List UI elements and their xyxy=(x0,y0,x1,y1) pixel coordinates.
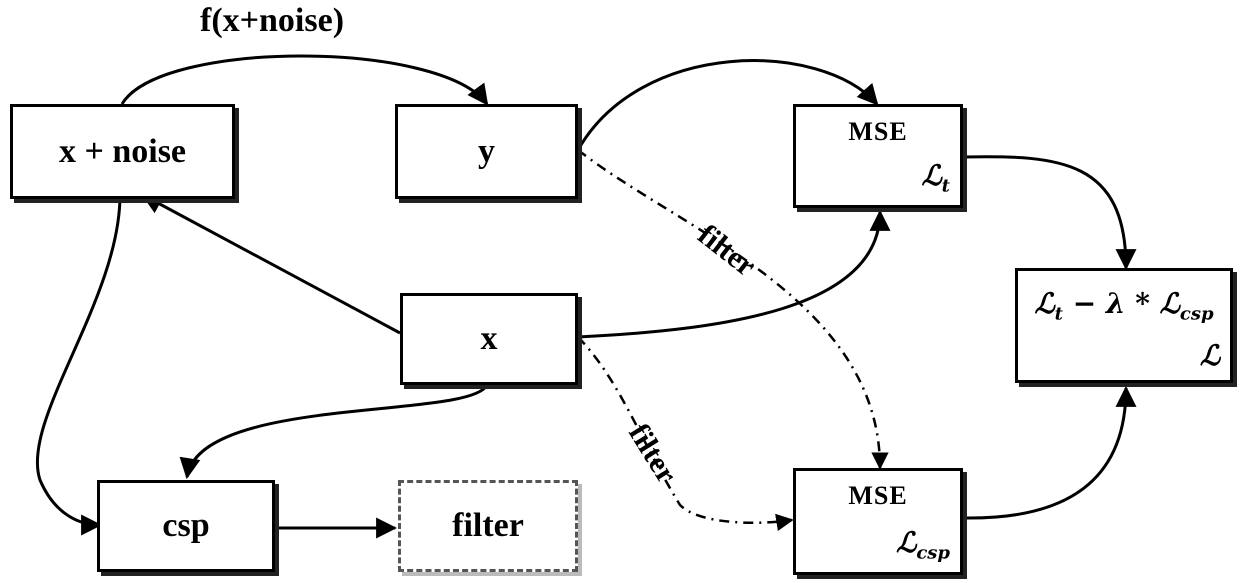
node-csp-label: csp xyxy=(162,507,209,545)
edge-mse-bottom-to-combined xyxy=(963,388,1126,518)
edge-xnoise-to-csp xyxy=(37,195,120,525)
edge-x-to-mse-bottom-filter xyxy=(578,337,792,523)
mse-bottom-title: MSE xyxy=(796,481,960,511)
node-y-label: y xyxy=(478,133,495,171)
node-filter-label: filter xyxy=(452,507,524,545)
node-x-label: x xyxy=(481,320,498,358)
mse-top-symbol: ℒt xyxy=(922,159,951,197)
node-x: x xyxy=(400,293,578,385)
edge-xnoise-to-y xyxy=(122,56,487,104)
node-csp: csp xyxy=(97,480,275,572)
node-filter: filter xyxy=(398,480,578,572)
edge-label-function: f(x+noise) xyxy=(200,2,344,40)
edge-x-to-csp xyxy=(187,385,487,477)
node-x-plus-noise-label: x + noise xyxy=(59,133,186,171)
combined-loss-symbol: ℒ xyxy=(1200,339,1220,372)
edge-mse-top-to-combined xyxy=(963,157,1126,268)
node-mse-top: MSE ℒt xyxy=(793,104,963,208)
node-mse-bottom: MSE ℒcsp xyxy=(793,468,963,575)
mse-bottom-symbol: ℒcsp xyxy=(896,526,950,564)
node-y: y xyxy=(395,104,578,199)
node-combined-loss: ℒt − λ * ℒcsp ℒ xyxy=(1015,268,1233,383)
mse-top-title: MSE xyxy=(796,117,960,147)
edge-x-to-xnoise xyxy=(143,195,400,333)
node-x-plus-noise: x + noise xyxy=(10,104,235,199)
combined-loss-expression: ℒt − λ * ℒcsp xyxy=(1018,287,1230,325)
